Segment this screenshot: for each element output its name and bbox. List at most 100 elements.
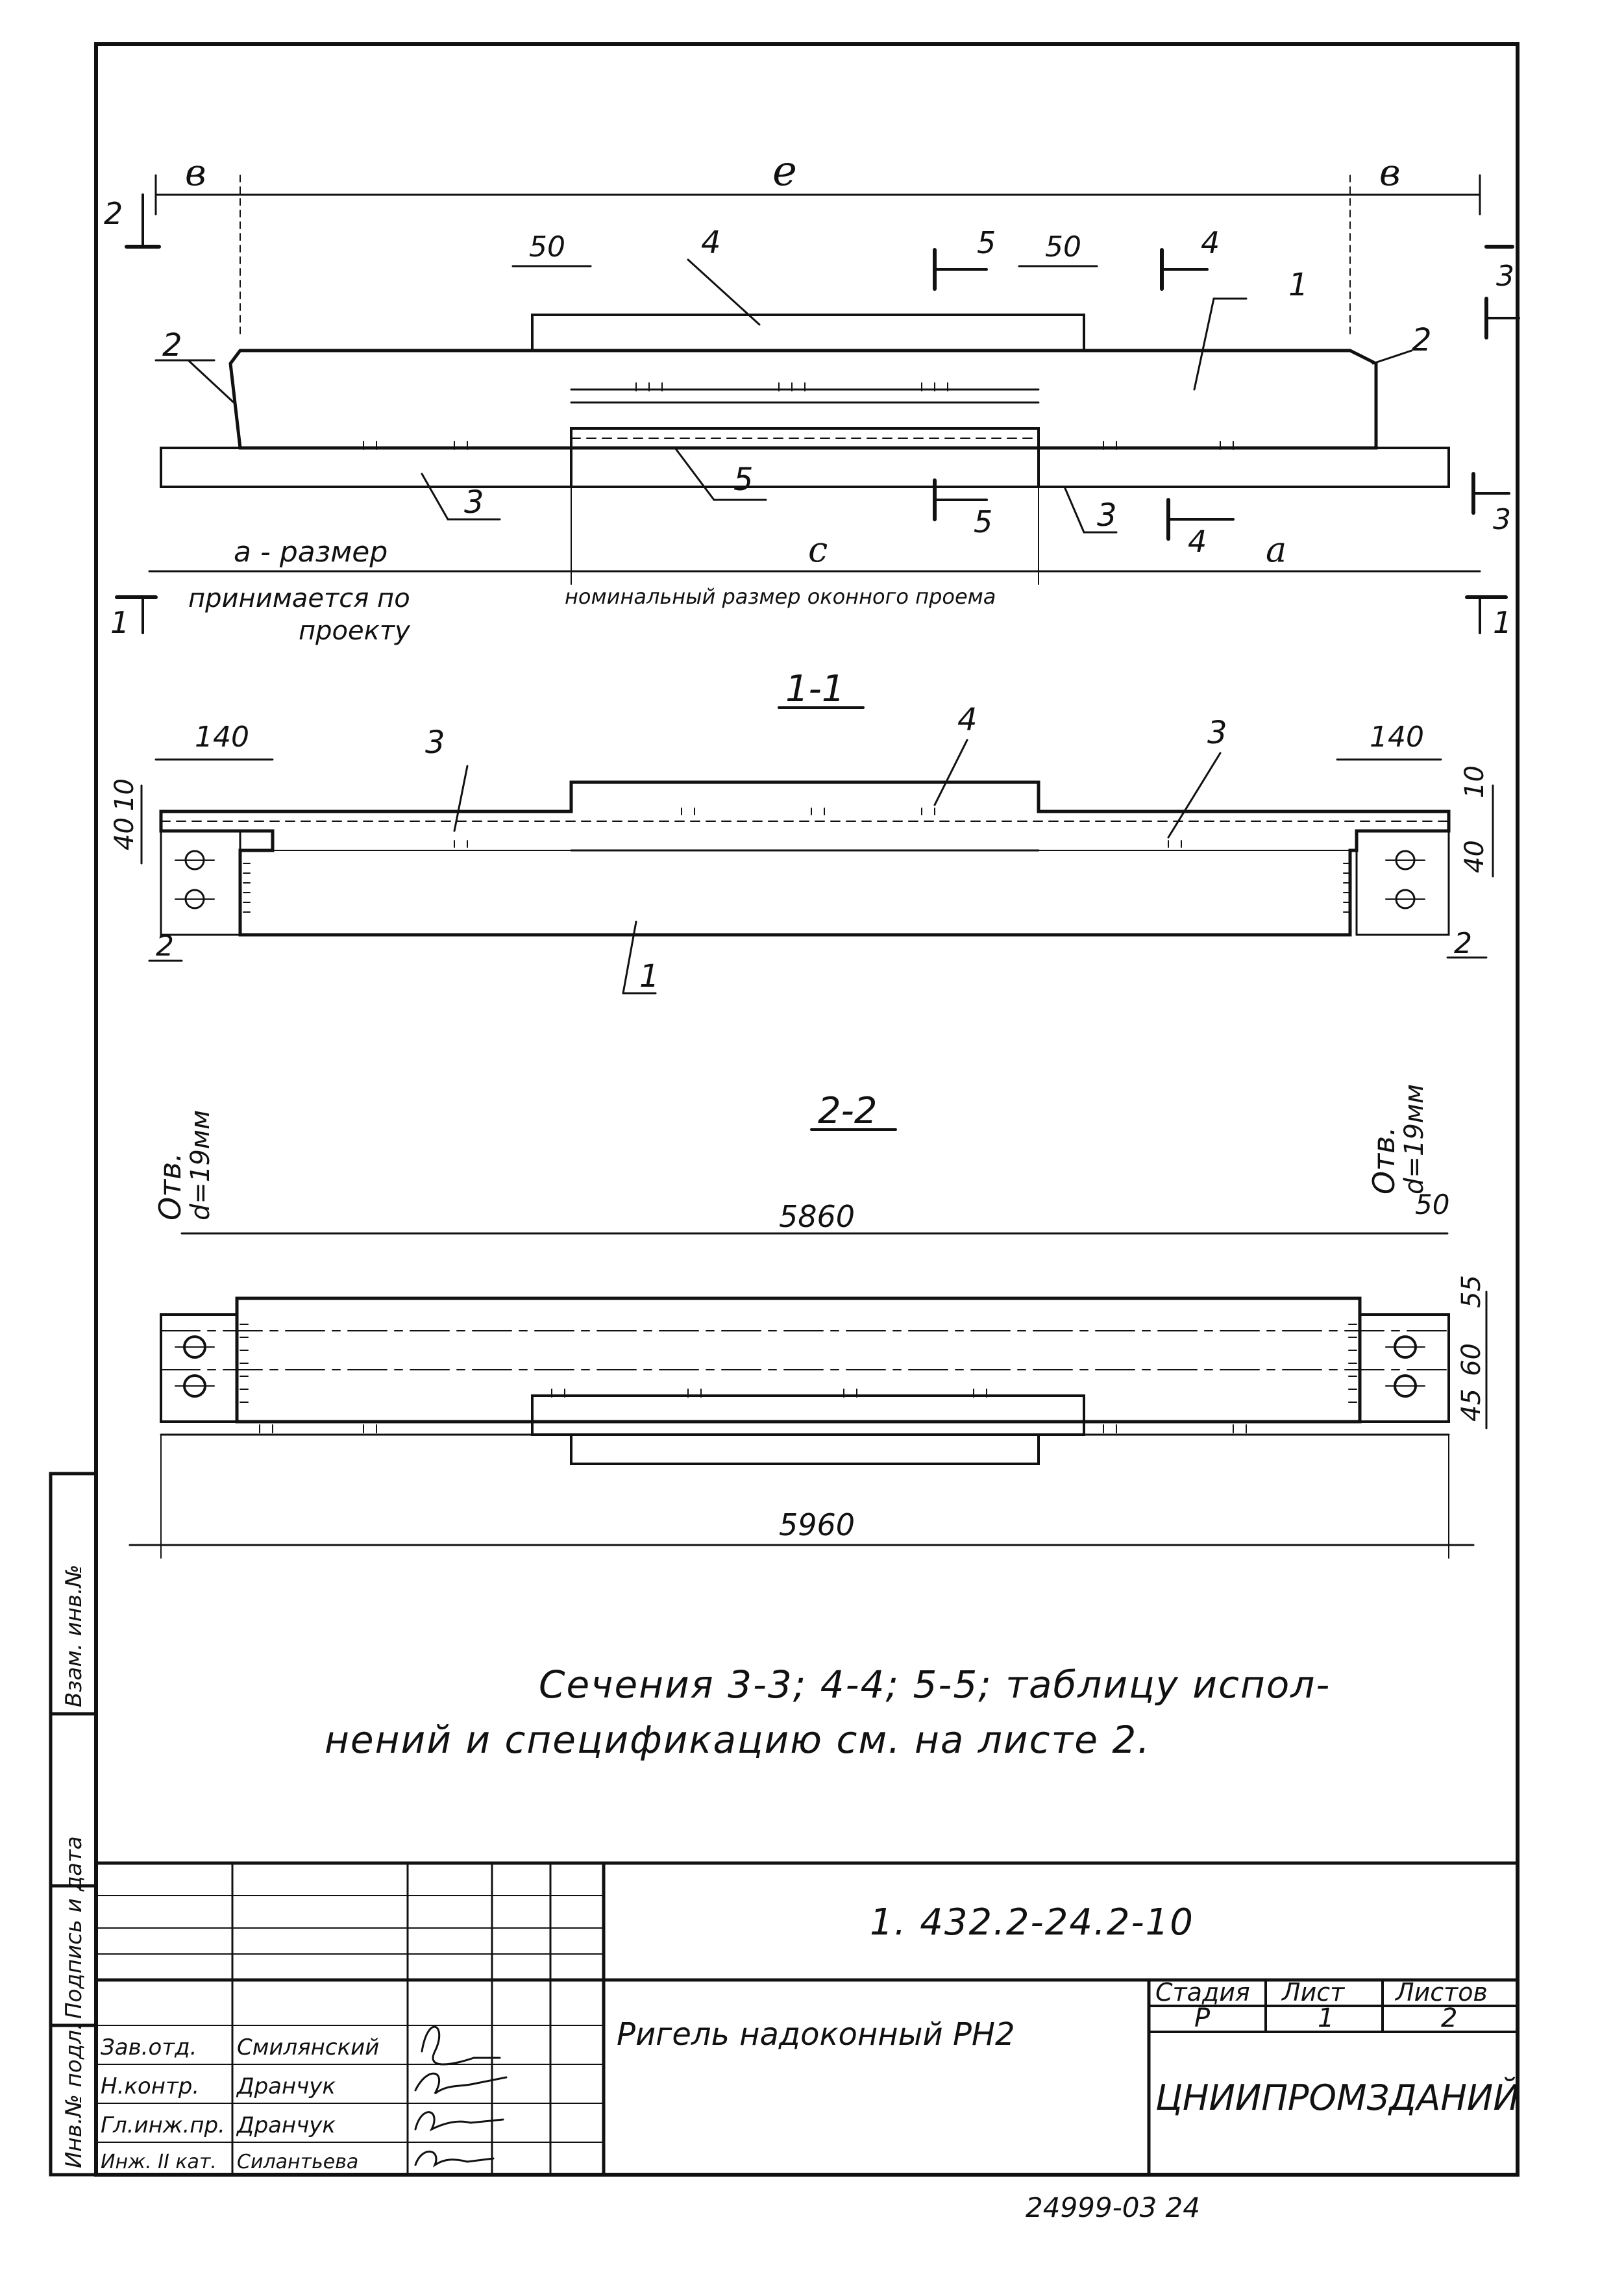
left-end-plate <box>160 830 241 936</box>
section-2-2-title: 2-2 <box>818 1090 877 1132</box>
pos-3-right-label: 3 <box>1097 497 1117 534</box>
pos-5-label: 5 <box>733 462 754 498</box>
pos-1-11: 1 <box>639 958 659 995</box>
dim-end-right-label: в <box>1379 152 1401 194</box>
dim-140-right: 140 <box>1370 721 1424 754</box>
stamp-replace-label: Взам. инв.№ <box>61 1564 87 1707</box>
name-2: Дранчук <box>236 2112 336 2138</box>
signature-3 <box>414 2150 495 2168</box>
dim-c-label: с <box>808 529 828 570</box>
dim-50-right: 50 <box>1045 230 1081 264</box>
dim-45: 45 <box>1457 1389 1486 1422</box>
note-a-line1: принимается по <box>188 584 410 613</box>
signature-1 <box>414 2072 508 2095</box>
pos-4-11: 4 <box>957 702 978 738</box>
drawing-code: 1. 432.2-24.2-10 <box>870 1901 1194 1944</box>
note-c-label: номинальный размер оконного проема <box>565 584 996 609</box>
sheets-value: 2 <box>1441 2003 1457 2033</box>
pos-2-right-11: 2 <box>1454 927 1472 960</box>
section-1-1: 1-1 140 140 40 10 10 40 3 3 <box>110 668 1494 995</box>
sheet-value: 1 <box>1318 2003 1334 2033</box>
sec5-bottom-label: 5 <box>974 504 992 539</box>
stage-label: Стадия <box>1155 1978 1250 2007</box>
dim-overall-label: е <box>772 147 797 195</box>
note-a-line2: проекту <box>299 616 411 646</box>
dim-40-left: 40 <box>110 817 140 850</box>
signature-2 <box>414 2111 504 2132</box>
dim-10-right: 10 <box>1460 765 1490 798</box>
pos-2-left-label: 2 <box>162 327 182 364</box>
part-3-left-flange <box>160 447 572 488</box>
section-1-1-profile <box>159 780 1451 937</box>
signature-0 <box>421 2025 501 2066</box>
organization-name: ЦНИИПРОМЗДАНИЙ <box>1155 2077 1519 2118</box>
dim-10-left: 10 <box>110 778 140 811</box>
pos-3-left-label: 3 <box>464 484 484 521</box>
dim-d-label: а <box>1266 529 1286 570</box>
part-3-right-flange <box>1037 447 1450 488</box>
dim-140-left: 140 <box>195 721 249 754</box>
section-2-2-plate-5 <box>570 1433 1040 1465</box>
drawing-frame <box>94 42 1519 2177</box>
note-line-2: нений и спецификацию см. на листе 2. <box>325 1718 1151 1762</box>
name-0: Смилянский <box>237 2034 379 2060</box>
part-4-plate <box>531 314 1085 352</box>
section-2-2-plate-4 <box>531 1394 1085 1436</box>
name-1: Дранчук <box>236 2073 336 2099</box>
pos-2-left-11: 2 <box>156 930 174 963</box>
part-5-inner-plate <box>570 427 1040 488</box>
sec1-right-label: 1 <box>1493 605 1512 640</box>
drawing-name: Ригель надоконный РН2 <box>617 2016 1015 2053</box>
plan-view: е в в 2 50 50 5 <box>104 147 1520 646</box>
sec5-top-label: 5 <box>977 225 996 260</box>
name-3: Силантьева <box>237 2151 358 2173</box>
title-block: 1. 432.2-24.2-10 Ригель надоконный РН2 С… <box>94 1861 1519 2177</box>
role-0: Зав.отд. <box>101 2034 197 2060</box>
right-end-plate <box>1355 830 1450 936</box>
stage-value: Р <box>1194 2003 1211 2033</box>
hole-note-left-2: d=19мм <box>186 1110 215 1220</box>
role-3: Инж. II кат. <box>101 2151 217 2173</box>
sec1-left-label: 1 <box>110 605 129 640</box>
pos-2-right-label: 2 <box>1412 322 1432 358</box>
dim-5960: 5960 <box>779 1507 855 1542</box>
section-1-1-title: 1-1 <box>785 668 844 710</box>
stamp-sign-label: Подпись и дата <box>61 1836 87 2019</box>
sheets-label: Листов <box>1394 1978 1488 2007</box>
part-1-body <box>228 349 1378 450</box>
dim-50-left: 50 <box>529 230 565 264</box>
general-note: Сечения 3-3; 4-4; 5-5; таблицу испол- не… <box>325 1663 1331 1762</box>
stamp-inv-label: Инв.№ подл. <box>61 2023 87 2168</box>
role-1: Н.контр. <box>101 2073 199 2099</box>
sec4-top-label: 4 <box>1201 225 1220 260</box>
footer-number: 24999-03 24 <box>1026 2192 1200 2223</box>
section-2-2-web <box>235 1296 1362 1424</box>
role-2: Гл.инж.пр. <box>101 2112 225 2138</box>
sec3-bottom-label: 3 <box>1493 503 1511 536</box>
sec2-left-label: 2 <box>104 196 123 231</box>
hole-note-right-1: Отв. <box>1366 1126 1401 1194</box>
dim-a-label: а - размер <box>234 536 388 569</box>
sheet-label: Лист <box>1281 1978 1346 2007</box>
dim-50-22: 50 <box>1415 1189 1449 1220</box>
section-2-marker: 2 <box>104 193 161 249</box>
hole-note-left-1: Отв. <box>153 1152 188 1220</box>
sec4-bottom-label: 4 <box>1188 524 1207 559</box>
dim-end-left-label: в <box>185 152 206 194</box>
section-5-marker: 5 5 <box>933 225 996 539</box>
hole-note-right-2: d=19мм <box>1399 1084 1429 1194</box>
section-1-marker: 1 1 <box>110 595 1512 640</box>
pos-3-right-11: 3 <box>1207 715 1227 751</box>
note-line-1: Сечения 3-3; 4-4; 5-5; таблицу испол- <box>539 1663 1331 1707</box>
section-4-marker: 4 4 <box>1160 225 1235 559</box>
side-stamp: Инв.№ подл. Подпись и дата Взам. инв.№ <box>49 1472 98 2177</box>
dim-40-right: 40 <box>1460 840 1490 873</box>
pos-3-left-11: 3 <box>425 724 445 761</box>
pos-1-label: 1 <box>1288 267 1309 303</box>
dim-55: 55 <box>1457 1275 1486 1308</box>
section-3-marker: 3 3 <box>1471 245 1520 536</box>
dim-60: 60 <box>1457 1343 1486 1376</box>
pos-4-label: 4 <box>701 225 721 261</box>
dim-5860: 5860 <box>779 1199 855 1234</box>
sec3-top-label: 3 <box>1496 260 1514 293</box>
